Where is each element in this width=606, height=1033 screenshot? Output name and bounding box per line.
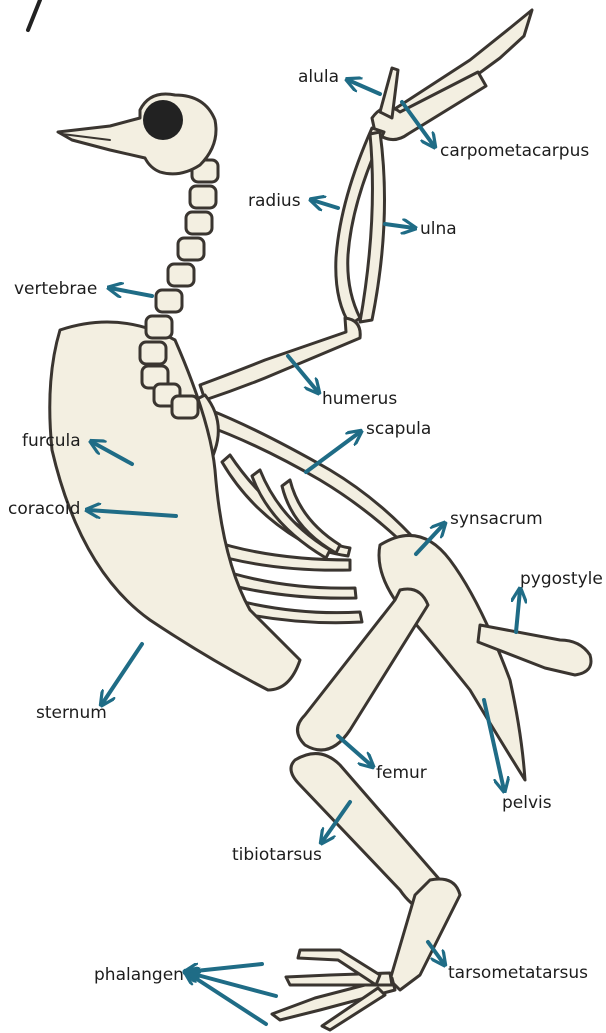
label-pelvis: pelvis — [502, 793, 552, 813]
label-ulna: ulna — [420, 219, 457, 239]
label-tibiotarsus: tibiotarsus — [232, 845, 322, 865]
label-pygostyle: pygostyle — [520, 569, 603, 589]
phalanges-bones — [272, 950, 395, 1030]
pelvis-bone — [379, 535, 525, 780]
label-synsacrum: synsacrum — [450, 509, 543, 529]
label-radius: radius — [248, 191, 301, 211]
label-phalangen: phalangen — [94, 965, 184, 985]
label-carpometacarpus: carpometacarpus — [440, 141, 589, 161]
pencil-mark — [28, 0, 40, 30]
label-sternum: sternum — [36, 703, 107, 723]
label-coracoid: coracoid — [8, 499, 80, 519]
eye-socket — [143, 100, 183, 140]
label-scapula: scapula — [366, 419, 431, 439]
label-femur: femur — [376, 763, 427, 783]
label-alula: alula — [298, 67, 339, 87]
skull-bone — [58, 94, 216, 174]
label-tarsometatarsus: tarsometatarsus — [448, 963, 588, 983]
label-humerus: humerus — [322, 389, 397, 409]
label-furcula: furcula — [22, 431, 81, 451]
label-vertebrae: vertebrae — [14, 279, 97, 299]
humerus-bone — [200, 318, 360, 400]
